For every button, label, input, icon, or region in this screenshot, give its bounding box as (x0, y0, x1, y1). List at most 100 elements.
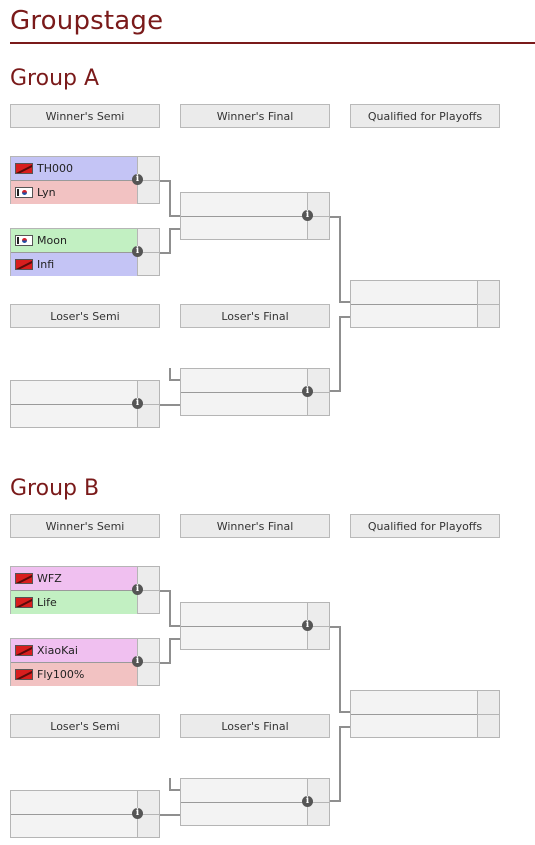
info-icon[interactable]: i (132, 174, 143, 185)
bracket-connector (169, 625, 180, 627)
player-slot[interactable] (351, 715, 477, 738)
bracket-connector (339, 626, 341, 713)
match-divider (11, 252, 137, 253)
player-slot[interactable] (181, 369, 307, 392)
player-slot[interactable] (351, 281, 477, 304)
player-slot[interactable] (11, 381, 137, 404)
losers-final-match: i (180, 368, 330, 416)
player-name: XiaoKai (37, 644, 78, 657)
winners-semi-match-1: WFZ Life i (10, 566, 160, 614)
bracket-connector (169, 228, 180, 230)
group-a: Group A Winner's Semi Winner's Final Qua… (0, 66, 535, 476)
taiwan-flag-icon (15, 259, 33, 270)
losers-semi-header: Loser's Semi (10, 304, 160, 328)
winners-semi-header: Winner's Semi (10, 514, 160, 538)
info-icon[interactable]: i (302, 386, 313, 397)
player-slot[interactable] (11, 791, 137, 814)
bracket-connector (169, 638, 171, 664)
winners-final-header: Winner's Final (180, 514, 330, 538)
bracket-connector (160, 590, 170, 592)
bracket-connector (330, 216, 340, 218)
bracket-connector (330, 390, 340, 392)
bracket-connector (160, 662, 170, 664)
info-icon[interactable]: i (132, 398, 143, 409)
match-divider (181, 216, 307, 217)
player-slot[interactable] (181, 217, 307, 240)
player-slot[interactable] (181, 603, 307, 626)
bracket-connector (169, 215, 180, 217)
player-slot[interactable]: Infi (11, 253, 137, 276)
info-icon[interactable]: i (132, 656, 143, 667)
info-icon[interactable]: i (132, 808, 143, 819)
info-icon[interactable]: i (302, 210, 313, 221)
player-slot[interactable]: Fly100% (11, 663, 137, 686)
info-icon[interactable]: i (132, 246, 143, 257)
player-name: Lyn (37, 186, 56, 199)
winners-final-match: i (180, 192, 330, 240)
winners-semi-match-2: XiaoKai Fly100% i (10, 638, 160, 686)
player-slot[interactable]: XiaoKai (11, 639, 137, 662)
player-slot[interactable]: Moon (11, 229, 137, 252)
player-slot[interactable] (181, 779, 307, 802)
losers-final-match: i (180, 778, 330, 826)
bracket-connector (169, 180, 171, 217)
bracket-connector (339, 316, 350, 318)
player-slot[interactable] (181, 803, 307, 826)
bracket-connector (339, 726, 341, 802)
player-slot[interactable]: WFZ (11, 567, 137, 590)
match-divider (351, 304, 477, 305)
taiwan-flag-icon (15, 163, 33, 174)
match-divider (181, 626, 307, 627)
info-icon[interactable]: i (302, 796, 313, 807)
losers-semi-match: i (10, 380, 160, 428)
taiwan-flag-icon (15, 669, 33, 680)
page-title: Groupstage (10, 6, 164, 36)
group-title: Group A (10, 66, 100, 91)
player-slot[interactable] (181, 393, 307, 416)
qualified-slot (350, 690, 500, 738)
korea-flag-icon (15, 187, 33, 198)
player-slot[interactable] (11, 815, 137, 838)
info-icon[interactable]: i (302, 620, 313, 631)
bracket-connector (169, 368, 171, 380)
match-divider (181, 392, 307, 393)
winners-semi-header: Winner's Semi (10, 104, 160, 128)
bracket-connector (330, 626, 340, 628)
match-divider (351, 714, 477, 715)
match-divider (11, 404, 137, 405)
player-slot[interactable] (351, 691, 477, 714)
bracket-connector (330, 800, 340, 802)
losers-final-header: Loser's Final (180, 714, 330, 738)
player-slot[interactable]: Life (11, 591, 137, 614)
info-icon[interactable]: i (132, 584, 143, 595)
score-column (477, 281, 500, 327)
player-slot[interactable]: Lyn (11, 181, 137, 204)
score-column (477, 691, 500, 737)
losers-final-header: Loser's Final (180, 304, 330, 328)
player-slot[interactable] (11, 405, 137, 428)
losers-semi-header: Loser's Semi (10, 714, 160, 738)
player-name: Fly100% (37, 668, 85, 681)
bracket-connector (169, 789, 180, 791)
player-slot[interactable] (181, 193, 307, 216)
group-b: Group B Winner's Semi Winner's Final Qua… (0, 476, 535, 845)
player-name: TH000 (37, 162, 73, 175)
bracket-connector (160, 404, 180, 406)
player-name: Life (37, 596, 57, 609)
player-name: WFZ (37, 572, 62, 585)
winners-final-match: i (180, 602, 330, 650)
match-divider (181, 802, 307, 803)
player-slot[interactable] (181, 627, 307, 650)
winners-semi-match-1: TH000 Lyn i (10, 156, 160, 204)
player-slot[interactable]: TH000 (11, 157, 137, 180)
player-slot[interactable] (351, 305, 477, 328)
bracket-connector (169, 379, 180, 381)
bracket-connector (169, 638, 180, 640)
taiwan-flag-icon (15, 597, 33, 608)
qualified-header: Qualified for Playoffs (350, 514, 500, 538)
title-divider (10, 42, 535, 44)
bracket-connector (339, 711, 350, 713)
bracket-connector (339, 301, 350, 303)
bracket-connector (169, 590, 171, 627)
taiwan-flag-icon (15, 645, 33, 656)
